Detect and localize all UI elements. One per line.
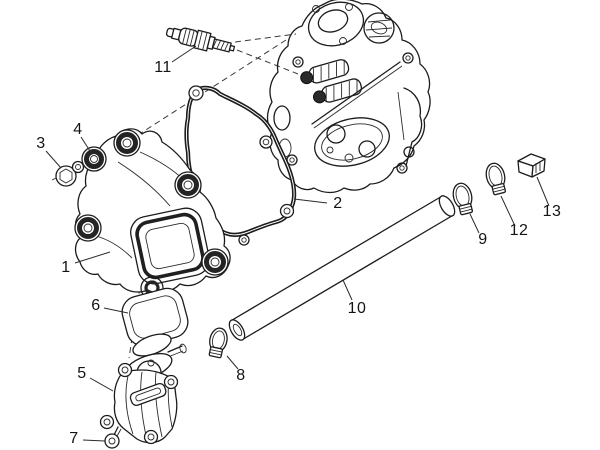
cover-grommets	[75, 130, 228, 275]
breather-unit-drawing	[101, 330, 188, 444]
cover-gasket-drawing	[187, 86, 295, 245]
cap-13-drawing	[518, 154, 545, 177]
cylinder-head-drawing	[268, 0, 431, 193]
breather-pipe-drawing	[226, 193, 458, 342]
leader-line-10	[343, 280, 352, 300]
leader-line-13	[537, 177, 549, 206]
hose-clamp-12-drawing	[484, 161, 509, 195]
head-cover-drawing	[75, 129, 230, 299]
screw-3-drawing	[56, 162, 84, 187]
grommet-4-drawing	[82, 147, 106, 171]
screw-7-drawing	[105, 427, 121, 448]
leader-line-4	[81, 137, 90, 151]
leader-line-2	[294, 199, 327, 203]
leader-lines	[46, 46, 549, 441]
leader-line-1	[75, 252, 110, 263]
leader-line-5	[90, 378, 113, 391]
spark-plug-drawing	[165, 23, 236, 57]
leader-line-12	[501, 196, 515, 226]
leader-line-7	[83, 440, 105, 441]
hose-clamp-9-drawing	[451, 181, 476, 215]
leader-line-11	[172, 46, 196, 62]
hose-clamp-8-drawing	[207, 327, 230, 359]
leader-line-3	[46, 151, 61, 168]
leader-line-6	[104, 308, 128, 313]
leader-line-9	[470, 214, 479, 233]
leader-line-8	[227, 356, 238, 369]
